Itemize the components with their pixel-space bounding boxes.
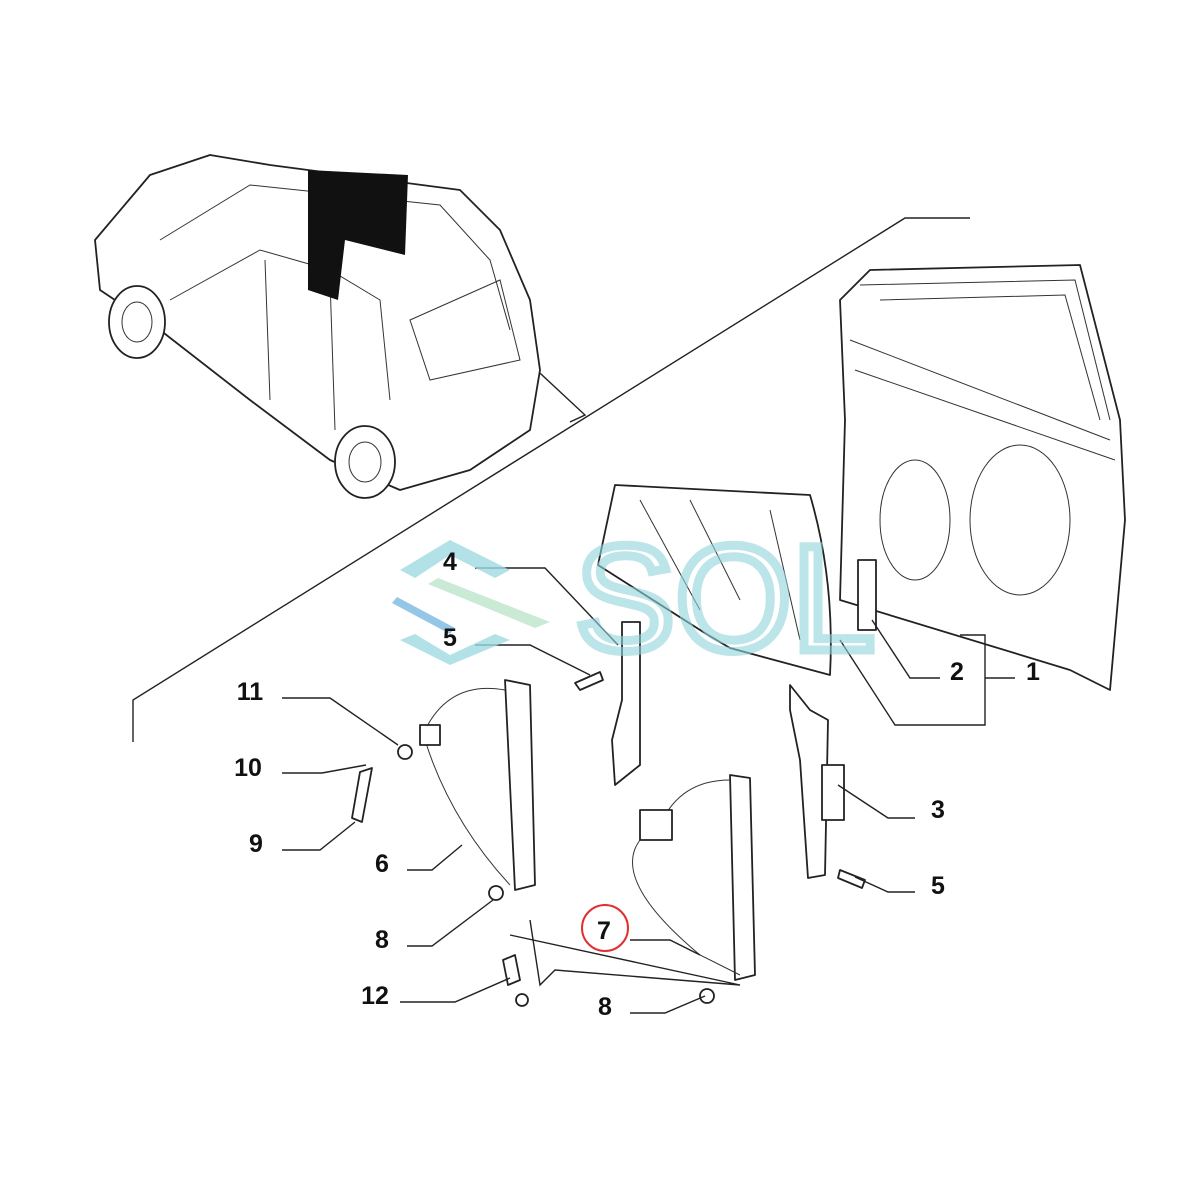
- highlighted-door-area: [308, 170, 408, 300]
- window-glass: [597, 484, 832, 676]
- watermark-text: SOL: [575, 514, 875, 682]
- rear-guide-part-3: [789, 684, 829, 879]
- callout-12: 12: [361, 982, 389, 1010]
- door-seal-part-2: [857, 559, 877, 631]
- callout-2: 2: [950, 658, 964, 686]
- car-illustration: [94, 154, 541, 499]
- callout-5: 5: [443, 624, 457, 652]
- front-guide-part-4: [611, 621, 641, 786]
- door-panel: [839, 264, 1126, 691]
- callout-8: 8: [598, 993, 612, 1021]
- callout-5: 5: [931, 872, 945, 900]
- callout-4: 4: [443, 548, 457, 576]
- callout-11: 11: [237, 678, 264, 706]
- callout-10: 10: [234, 754, 262, 782]
- callout-3: 3: [931, 796, 945, 824]
- power-regulator-part-7: [632, 774, 756, 1004]
- watermark: SOL: [392, 510, 880, 687]
- screw-part-5: [574, 671, 604, 691]
- callout-7: 7: [597, 917, 611, 945]
- highlight-circle: [581, 904, 629, 952]
- screw-part-5b: [837, 869, 866, 889]
- callout-6: 6: [375, 850, 389, 878]
- callout-1: 1: [1026, 658, 1040, 686]
- callout-9: 9: [249, 830, 263, 858]
- manual-regulator-part-6: [351, 679, 536, 1007]
- callout-8: 8: [375, 926, 389, 954]
